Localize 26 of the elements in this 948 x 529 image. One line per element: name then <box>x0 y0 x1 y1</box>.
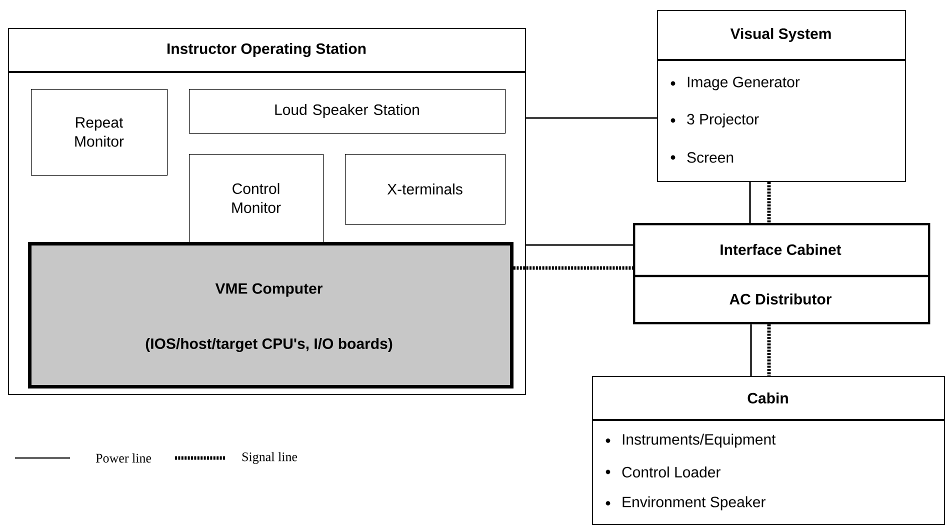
bullet-item: Control Loader <box>622 466 720 478</box>
box-label: VME Computer <box>215 283 323 297</box>
connector-line <box>750 324 752 376</box>
box-label: Interface Cabinet <box>720 244 842 255</box>
box-label: Loud Speaker Station <box>275 104 419 118</box>
bullet-item: Image Generator <box>688 76 800 90</box>
connector-line <box>526 117 657 119</box>
bullet-item: 3 Projector <box>687 114 759 128</box>
bullet-item: Environment Speaker <box>622 496 766 510</box>
bullet-item: Instruments/Equipment <box>622 434 776 448</box>
box-label: Repeat Monitor <box>75 117 124 147</box>
connector-line <box>749 182 751 223</box>
box-label: Control Monitor <box>232 182 281 213</box>
box-label: AC Distributor <box>730 293 832 304</box>
box-heading: Cabin <box>748 392 788 404</box>
connector-line <box>767 182 771 223</box>
connector-line <box>514 266 633 270</box>
bullet-item: Screen <box>687 152 734 163</box>
connector-line <box>526 244 633 246</box>
box-label: (IOS/host/target CPU's, I/O boards) <box>146 338 392 352</box>
box-heading: Visual System <box>730 28 831 42</box>
connector-line <box>767 324 771 376</box>
legend-label: Signal line <box>242 452 298 464</box>
legend-label: Power line <box>96 453 152 463</box>
box-heading: Instructor Operating Station <box>168 42 366 58</box>
box-label: X-terminals <box>387 183 462 194</box>
